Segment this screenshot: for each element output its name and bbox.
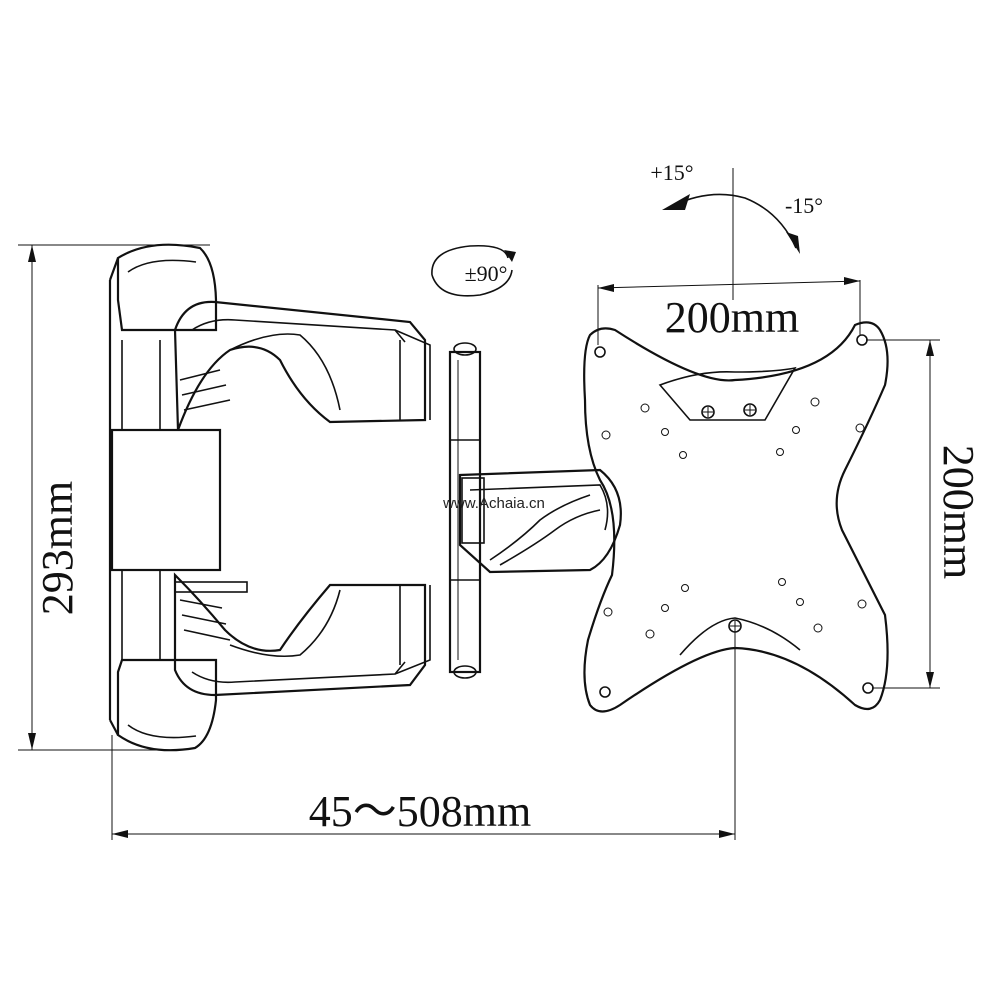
- extension-dimension: 45～508mm: [111, 630, 736, 840]
- swivel-indicator: ±90°: [431, 244, 516, 297]
- vesa-horizontal-dimension: 200mm: [597, 277, 861, 345]
- wall-plate: [108, 243, 222, 752]
- vesa-plate: [583, 321, 889, 713]
- vesa-vertical-dimension: 200mm: [866, 339, 983, 689]
- height-dimension-label: 293mm: [33, 481, 82, 615]
- screw-icon: [701, 405, 715, 419]
- screw-icon: [743, 403, 757, 417]
- hinge-pivot: [448, 342, 482, 679]
- vesa-mount-hole-top-left: [594, 346, 606, 358]
- vesa-vertical-label: 200mm: [934, 445, 983, 579]
- head-bracket: [458, 468, 622, 574]
- watermark: www.Achaia.cn: [442, 495, 545, 512]
- swivel-angle-label: ±90°: [465, 261, 508, 286]
- rotation-arrow-icon: [504, 250, 516, 262]
- vesa-mount-hole-top-right: [856, 334, 868, 346]
- vesa-mount-hole-bottom-right: [862, 682, 874, 694]
- tilt-indicator: +15° -15°: [650, 160, 823, 300]
- tilt-down-arrow-icon: [786, 232, 800, 254]
- upper-arm: [173, 300, 431, 431]
- tilt-up-arrow-icon: [662, 194, 690, 210]
- lower-arm: [173, 572, 431, 697]
- vesa-horizontal-label: 200mm: [665, 293, 799, 342]
- height-dimension: 293mm: [18, 244, 210, 751]
- tilt-down-label: -15°: [785, 193, 823, 218]
- tilt-up-label: +15°: [650, 160, 693, 185]
- vesa-mount-hole-bottom-left: [599, 686, 611, 698]
- extension-dimension-label: 45～508mm: [309, 787, 531, 836]
